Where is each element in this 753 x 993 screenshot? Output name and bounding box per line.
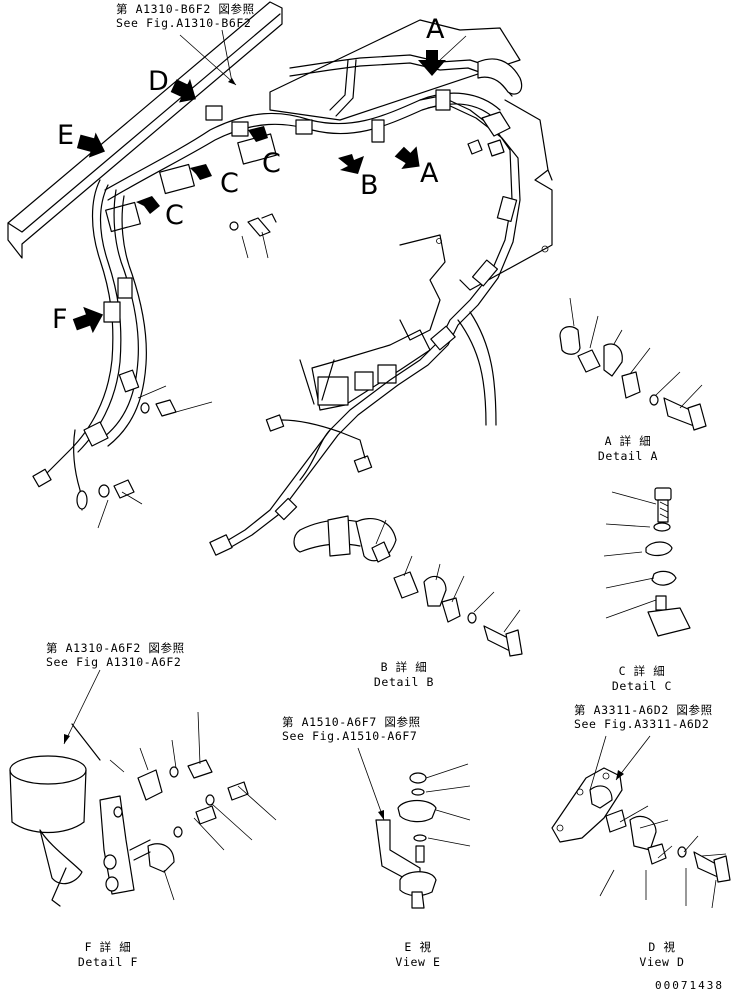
main-assembly (7, 1, 553, 556)
view-e-parts (375, 763, 471, 909)
view-letter-c-1: C (165, 200, 184, 231)
ref-b6f2-en: See Fig.A1310-B6F2 (116, 16, 252, 30)
detail-a-caption: A 詳 細 Detail A (592, 434, 664, 464)
ref-b6f2-jp: 第 A1310-B6F2 図参照 (116, 2, 255, 16)
ref-a6f2-jp: 第 A1310-A6F2 図参照 (46, 641, 185, 655)
view-letter-c-3: C (262, 148, 281, 179)
ref-a6f7-jp: 第 A1510-A6F7 図参照 (282, 715, 421, 729)
ref-a6f7: 第 A1510-A6F7 図参照 See Fig.A1510-A6F7 (282, 715, 421, 743)
detail-b-caption: B 詳 細 Detail B (368, 660, 440, 690)
arrow-e (76, 132, 106, 158)
detail-b-jp: B 詳 細 (380, 660, 428, 674)
view-e-en: View E (395, 955, 441, 969)
detail-b-en: Detail B (373, 675, 435, 689)
ref-b6f2: 第 A1310-B6F2 図参照 See Fig.A1310-B6F2 (116, 2, 255, 30)
ref-a6f2: 第 A1310-A6F2 図参照 See Fig A1310-A6F2 (46, 641, 185, 669)
detail-c-en: Detail C (611, 679, 673, 693)
view-arrows (72, 50, 446, 334)
detail-c-parts (603, 487, 691, 637)
view-e-jp: E 視 (404, 940, 432, 954)
drawing-code: 00071438 (655, 979, 724, 992)
view-d-parts (551, 735, 731, 909)
detail-f-jp: F 詳 細 (84, 940, 132, 954)
view-d-jp: D 視 (648, 940, 676, 954)
arrow-c-3 (248, 126, 268, 142)
arrow-b (338, 154, 364, 174)
view-letter-c-2: C (220, 168, 239, 199)
bolt-main-3 (98, 479, 135, 499)
mounting-panel (7, 1, 283, 259)
ref-a6d2-en: See Fig.A3311-A6D2 (574, 717, 710, 731)
detail-c-jp: C 詳 細 (618, 664, 666, 678)
arrow-c-1 (136, 196, 160, 214)
view-d-en: View D (639, 955, 685, 969)
ref-a6d2: 第 A3311-A6D2 図参照 See Fig.A3311-A6D2 (574, 703, 713, 731)
view-letter-b: B (360, 170, 379, 201)
bolt-main-1 (229, 213, 277, 237)
arrow-d (170, 78, 196, 103)
detail-f-en: Detail F (77, 955, 139, 969)
arrow-c-2 (190, 164, 212, 180)
arrow-f (72, 306, 104, 334)
detail-a-en: Detail A (597, 449, 659, 463)
detail-a-jp: A 詳 細 (604, 434, 652, 448)
ref-a6f2-en: See Fig A1310-A6F2 (46, 655, 182, 669)
center-bracket (399, 234, 446, 341)
view-d-caption: D 視 View D (626, 940, 698, 970)
view-letter-f: F (52, 304, 68, 335)
view-letter-a-right: A (420, 158, 439, 189)
detail-b-parts (293, 515, 523, 657)
top-plate (269, 19, 521, 121)
bolt-main-2 (140, 399, 177, 417)
ref-a6f7-en: See Fig.A1510-A6F7 (282, 729, 418, 743)
detail-c-caption: C 詳 細 Detail C (606, 664, 678, 694)
view-letter-d: D (148, 66, 169, 97)
detail-f-parts (9, 711, 277, 907)
view-e-caption: E 視 View E (382, 940, 454, 970)
arrow-a-right (394, 146, 420, 169)
reference-leaders (63, 34, 651, 821)
view-letter-e: E (57, 120, 75, 151)
ref-a6d2-jp: 第 A3311-A6D2 図参照 (574, 703, 713, 717)
view-letter-a-top: A (426, 14, 445, 45)
arrow-a-top (418, 50, 446, 76)
detail-f-caption: F 詳 細 Detail F (72, 940, 144, 970)
detail-a-parts (559, 297, 707, 431)
